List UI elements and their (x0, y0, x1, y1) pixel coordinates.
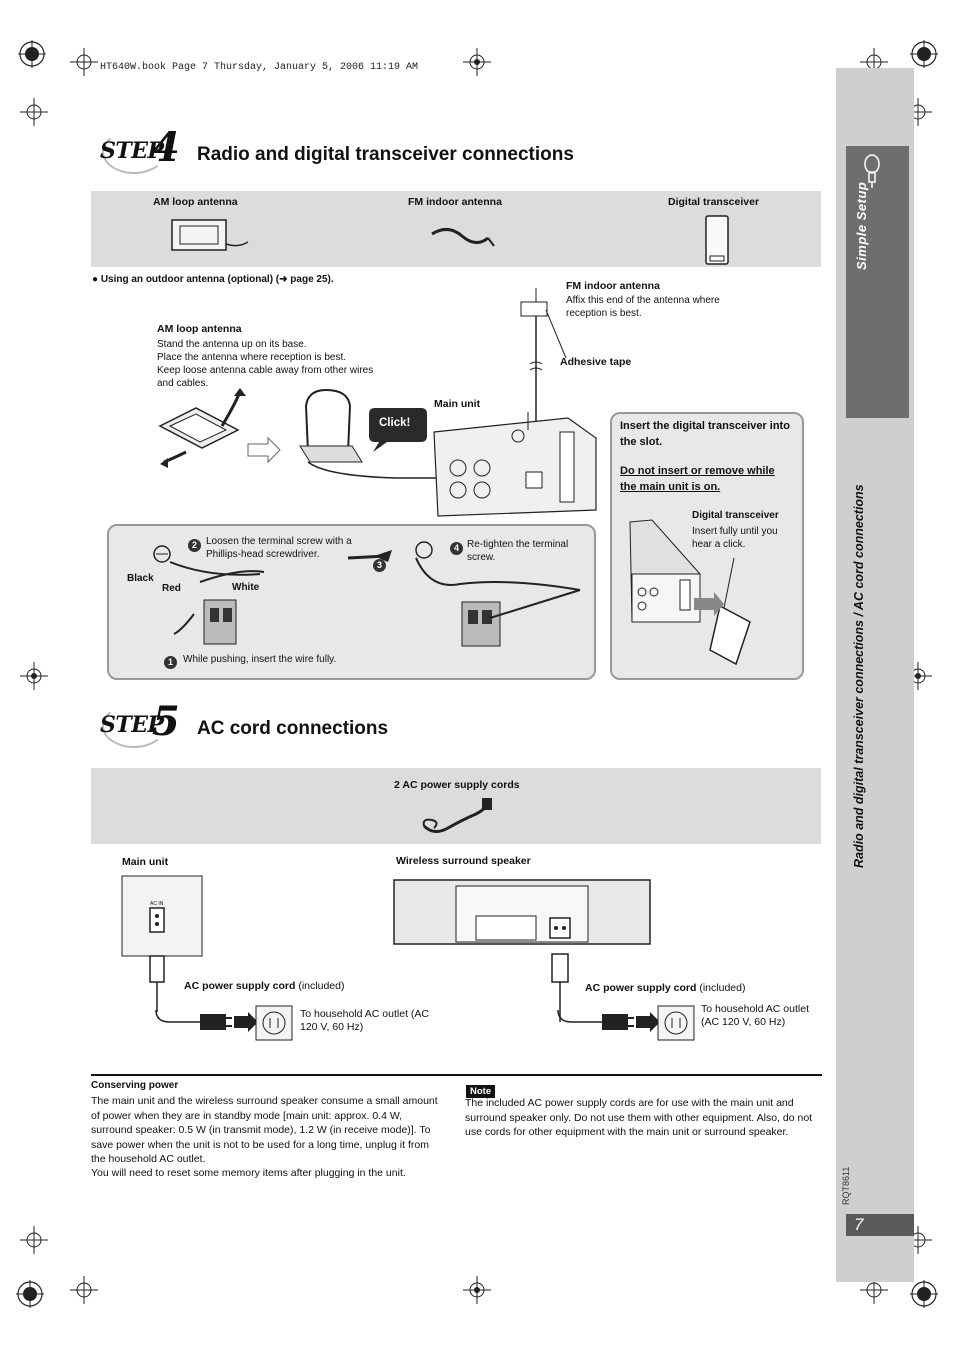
plug-to-outlet-main (150, 1004, 296, 1049)
ac-in-label: AC IN (150, 901, 164, 907)
main-unit-label: Main unit (434, 398, 481, 410)
registration-mark (16, 1280, 44, 1308)
note-badge: Note (466, 1081, 496, 1099)
step5-number: 5 (152, 698, 180, 745)
wire-white-label: White (232, 582, 260, 593)
main-unit-ac-label: Main unit (122, 856, 169, 868)
registration-mark (70, 1276, 98, 1304)
sidebar-tab-label: Simple Setup (854, 181, 869, 270)
step4-title: Radio and digital transceiver connection… (197, 144, 574, 165)
step4-number: 4 (152, 124, 180, 171)
step1-number: 1 (164, 652, 177, 670)
insert-title: Insert the digital transceiver into the … (620, 420, 790, 448)
am-antenna-icon (168, 214, 252, 263)
main-unit-rear-diagram (428, 412, 603, 527)
step2-number: 2 (188, 535, 201, 553)
ac-cord-label-main: AC power supply cord (included) (184, 980, 345, 992)
step4-text: Re-tighten the terminal screw. (467, 539, 569, 563)
registration-mark (20, 662, 48, 690)
outlet-text-main: To household AC outlet (AC 120 V, 60 Hz) (300, 1008, 429, 1033)
am-desc-3: Keep loose antenna cable away from other… (157, 365, 374, 376)
wireless-speaker-label: Wireless surround speaker (396, 855, 531, 867)
fm-title: FM indoor antenna (566, 280, 660, 292)
step5-title: AC cord connections (197, 718, 389, 739)
am-antenna-assembly-diagram (156, 386, 436, 487)
digital-transceiver-label: Digital transceiver (668, 196, 760, 208)
transceiver-desc: Insert fully until you hear a click. (692, 526, 778, 550)
registration-mark (910, 40, 938, 68)
divider (91, 1074, 822, 1076)
am-desc-2: Place the antenna where reception is bes… (157, 352, 347, 363)
step4-heading: STEP 4 Radio and digital transceiver con… (100, 124, 700, 174)
click-label: Click! (379, 417, 411, 429)
doc-code: RQT8611 (841, 1166, 851, 1205)
conserving-body-2: You will need to reset some memory items… (91, 1167, 406, 1179)
step2-text: Loosen the terminal screw with a Phillip… (206, 536, 352, 560)
insert-warning: Do not insert or remove while the main u… (620, 465, 775, 493)
outdoor-antenna-note: ● Using an outdoor antenna (optional) (➜… (92, 274, 334, 285)
transceiver-insert-diagram (624, 518, 754, 673)
adhesive-tape-label: Adhesive tape (560, 356, 632, 368)
sidebar-tab (846, 146, 909, 418)
fm-wire-diagram (518, 284, 578, 429)
step4-word: STEP (100, 138, 164, 164)
plug-icon (858, 152, 886, 193)
am-desc-4: and cables. (157, 378, 209, 389)
registration-mark (20, 1226, 48, 1254)
registration-mark (70, 48, 98, 76)
fm-antenna-icon (428, 222, 498, 257)
am-desc-1: Stand the antenna up on its base. (157, 339, 307, 350)
step5-parts-panel (91, 768, 821, 844)
registration-mark (20, 98, 48, 126)
step-swoosh-icon (102, 130, 166, 174)
ac-cord-icon (418, 796, 498, 843)
conserving-title: Conserving power (91, 1080, 179, 1091)
transceiver-title: Digital transceiver (692, 510, 779, 521)
step4-number-circle: 4 (450, 538, 463, 556)
outlet-text-speaker: To household AC outlet (AC 120 V, 60 Hz) (701, 1003, 809, 1028)
fm-desc: Affix this end of the antenna where rece… (566, 295, 720, 319)
step1-text: While pushing, insert the wire fully. (183, 654, 337, 665)
wire-red-label: Red (162, 583, 181, 594)
page-number: 7 (846, 1214, 914, 1236)
click-callout: Click! (367, 406, 429, 452)
plug-to-outlet-speaker (552, 1004, 698, 1049)
step5-heading: STEP 5 AC cord connections (100, 698, 700, 748)
conserving-body: The main unit and the wireless surround … (91, 1095, 438, 1165)
fm-antenna-label: FM indoor antenna (408, 196, 502, 208)
wire-black-label: Black (127, 573, 154, 584)
main-unit-ac-diagram (118, 872, 208, 1017)
wireless-speaker-diagram (392, 876, 652, 951)
registration-mark (463, 1276, 491, 1304)
speaker-cord-diagram (546, 950, 576, 1035)
digital-transceiver-icon (704, 214, 730, 271)
step3-number: 3 (373, 555, 386, 573)
ac-cords-label: 2 AC power supply cords (394, 779, 520, 791)
registration-mark (463, 48, 491, 76)
wiring-steps-panel (107, 524, 596, 680)
am-antenna-label: AM loop antenna (153, 196, 238, 208)
note-body: The included AC power supply cords are f… (465, 1097, 813, 1138)
registration-mark (18, 40, 46, 68)
file-header: HT640W.book Page 7 Thursday, January 5, … (100, 62, 419, 73)
step-swoosh-icon (102, 704, 166, 748)
sidebar-section-label: Radio and digital transceiver connection… (852, 484, 866, 868)
terminal-wiring-diagram (130, 534, 590, 659)
am-title: AM loop antenna (157, 323, 242, 335)
registration-mark (910, 1280, 938, 1308)
ac-cord-label-speaker: AC power supply cord (included) (585, 982, 746, 994)
step5-word: STEP (100, 712, 164, 738)
